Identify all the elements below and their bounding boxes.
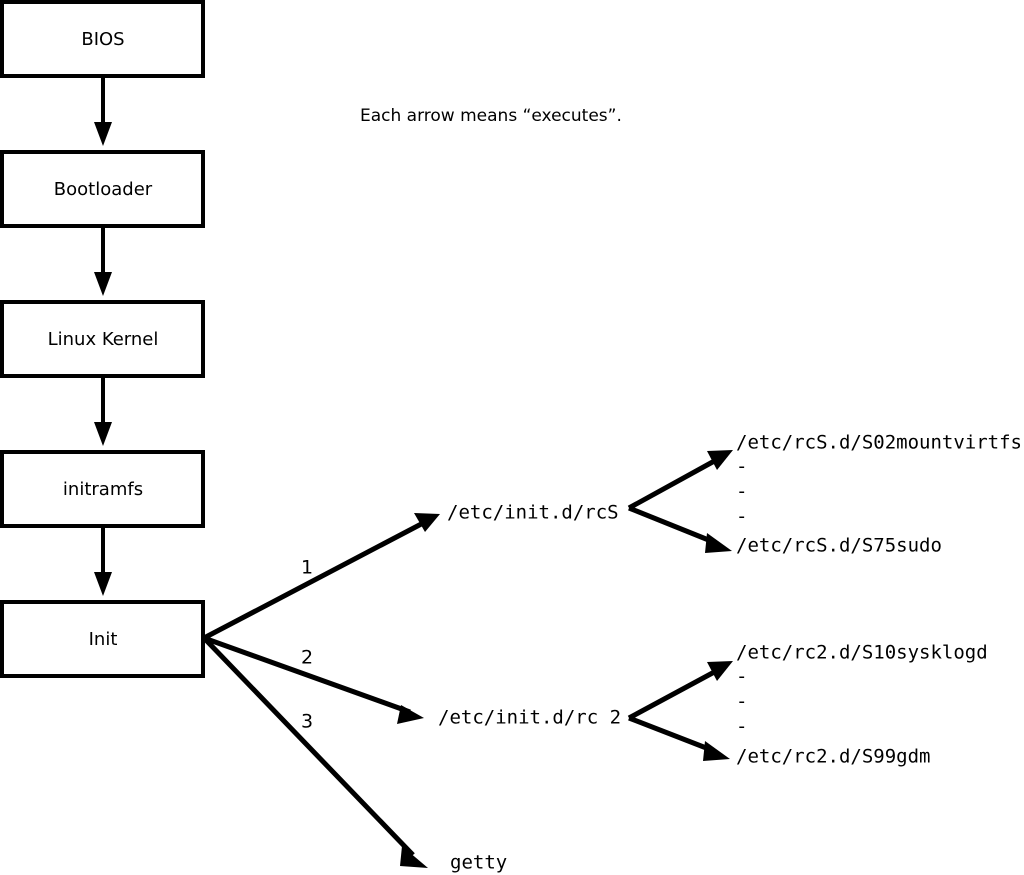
- branch-2-line: [203, 635, 411, 715]
- box-bios[interactable]: BIOS: [0, 0, 205, 78]
- rcs-ellipsis-dash-1: -: [736, 456, 747, 478]
- label-rc2-first-script: /etc/rc2.d/S10sysklogd: [736, 642, 988, 664]
- branch-number-1: 1: [301, 557, 313, 579]
- box-linux-kernel[interactable]: Linux Kernel: [0, 300, 205, 378]
- label-rcs-first-script: /etc/rcS.d/S02mountvirtfs: [736, 432, 1022, 454]
- branch-number-2: 2: [301, 647, 313, 669]
- rcs-branch-upper: [627, 450, 733, 511]
- rc2-branch-upper-arrowhead: [707, 661, 733, 681]
- branch-1-arrowhead: [414, 513, 440, 532]
- label-rc2-last-script: /etc/rc2.d/S99gdm: [736, 746, 930, 768]
- rc2-branch-upper: [627, 661, 733, 721]
- branch-3-arrowhead: [400, 846, 428, 868]
- box-linux-kernel-label: Linux Kernel: [48, 329, 159, 350]
- rcs-branch-lower: [628, 505, 732, 553]
- label-init-d-rc2: /etc/init.d/rc 2: [438, 707, 621, 729]
- rc2-branch-lower: [628, 715, 730, 761]
- rc2-ellipsis-dash-3: -: [736, 716, 747, 738]
- branch-3-line: [202, 636, 415, 857]
- init-branch-2: 2: [203, 635, 424, 724]
- rc2-ellipsis-dash-1: -: [736, 666, 747, 688]
- label-getty: getty: [450, 852, 507, 874]
- box-bootloader-label: Bootloader: [54, 179, 153, 200]
- rcs-ellipsis-dash-3: -: [736, 506, 747, 528]
- vertical-connectors: [94, 76, 112, 596]
- arrowhead-bios-to-bootloader: [94, 122, 112, 146]
- arrowhead-initramfs-to-init: [94, 572, 112, 596]
- box-init[interactable]: Init: [0, 600, 205, 678]
- rcs-branch-lower-line: [628, 505, 717, 546]
- label-rcs-last-script: /etc/rcS.d/S75sudo: [736, 535, 942, 557]
- arrowhead-bootloader-to-kernel: [94, 272, 112, 296]
- rc2-branch-upper-line: [627, 667, 720, 721]
- branch-number-3: 3: [301, 711, 313, 733]
- rcs-branch-upper-line: [627, 456, 720, 511]
- box-init-label: Init: [89, 629, 118, 650]
- rcs-branch-lower-arrowhead: [705, 533, 732, 553]
- rc2-branch-lower-line: [628, 715, 715, 754]
- box-bootloader[interactable]: Bootloader: [0, 150, 205, 228]
- init-branch-1: 1: [202, 513, 440, 641]
- label-init-d-rcs: /etc/init.d/rcS: [447, 502, 619, 524]
- box-initramfs-rect: [0, 450, 205, 528]
- branch-1-line: [202, 518, 429, 641]
- rcs-ellipsis-dash-2: -: [736, 481, 747, 503]
- diagram-caption: Each arrow means “executes”.: [360, 106, 622, 126]
- box-bios-rect: [0, 0, 205, 78]
- rc2-ellipsis-dash-2: -: [736, 691, 747, 713]
- box-initramfs-label: initramfs: [63, 479, 143, 500]
- rc2-branch-lower-arrowhead: [703, 741, 730, 761]
- box-bios-label: BIOS: [81, 29, 124, 50]
- init-branch-3: 3: [202, 636, 428, 868]
- box-linux-kernel-rect: [0, 300, 205, 378]
- box-bootloader-rect: [0, 150, 205, 228]
- box-initramfs[interactable]: initramfs: [0, 450, 205, 528]
- branch-2-arrowhead: [397, 705, 424, 724]
- rcs-branch-upper-arrowhead: [707, 450, 733, 470]
- arrowhead-kernel-to-initramfs: [94, 422, 112, 446]
